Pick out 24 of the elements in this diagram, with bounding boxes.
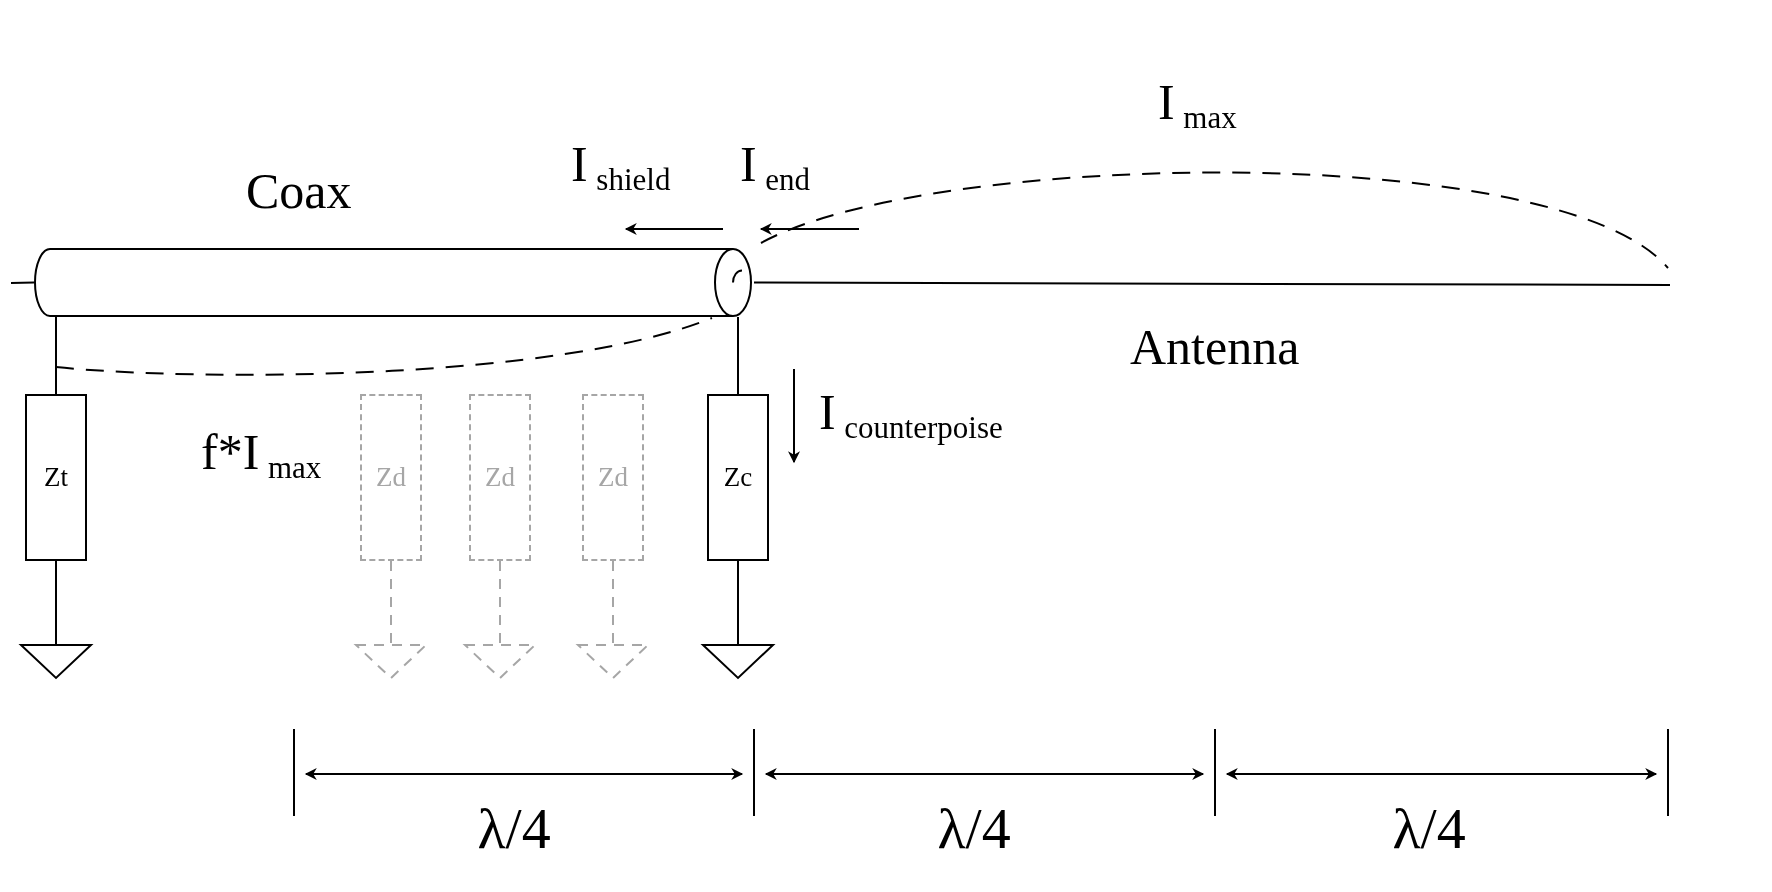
antenna-wire bbox=[753, 281, 1671, 286]
impedance-box: Zt bbox=[25, 394, 87, 561]
dimension-label: λ/4 bbox=[1392, 800, 1466, 858]
current-label: I$_{counterpoise}$ bbox=[819, 387, 1003, 444]
impedance-box: Zc bbox=[707, 394, 769, 561]
wire bbox=[390, 560, 392, 645]
component-label: Antenna bbox=[1130, 322, 1300, 372]
dimension-label: λ/4 bbox=[937, 800, 1011, 858]
current-label: f*I$_{max}$ bbox=[201, 427, 322, 484]
wire bbox=[10, 281, 35, 284]
dimension-label: λ/4 bbox=[477, 800, 551, 858]
impedance-box: Zd bbox=[360, 394, 422, 561]
current-label: I$_{max}$ bbox=[1158, 77, 1237, 134]
impedance-box: Zd bbox=[582, 394, 644, 561]
component-label: Coax bbox=[246, 166, 352, 216]
wire bbox=[55, 560, 57, 645]
wire bbox=[737, 316, 739, 395]
wire bbox=[737, 560, 739, 645]
impedance-box: Zd bbox=[469, 394, 531, 561]
wire bbox=[55, 316, 57, 395]
wire bbox=[499, 560, 501, 645]
current-label: I$_{shield}$ bbox=[571, 139, 671, 196]
wire bbox=[612, 560, 614, 645]
current-label: I$_{end}$ bbox=[740, 139, 811, 196]
